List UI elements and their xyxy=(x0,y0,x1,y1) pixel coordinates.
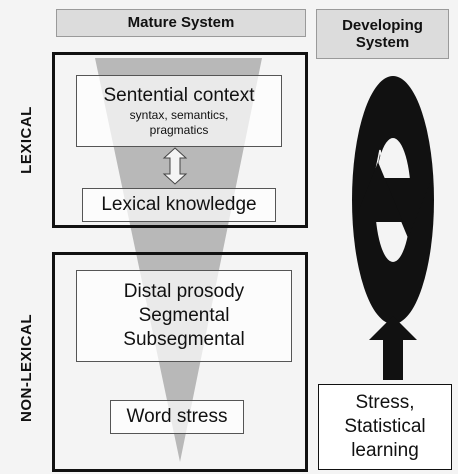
stress-learning-box: Stress, Statistical learning xyxy=(318,384,452,470)
word-stress-text: Word stress xyxy=(126,406,228,428)
stress-learning-line1: Stress, xyxy=(355,392,415,414)
processing-funnel xyxy=(95,58,262,462)
lexical-knowledge-text: Lexical knowledge xyxy=(101,194,257,216)
subsegmental-text: Subsegmental xyxy=(123,328,245,350)
header-mature-text: Mature System xyxy=(127,14,235,32)
lexical-side-label: LEXICAL xyxy=(18,90,38,190)
lexical-side-label-text: LEXICAL xyxy=(18,106,35,174)
header-developing-system: Developing System xyxy=(316,9,449,59)
prosody-segmental-box: Distal prosody Segmental Subsegmental xyxy=(76,270,292,362)
stress-learning-line3: learning xyxy=(351,439,419,461)
header-developing-line1: Developing xyxy=(342,16,423,34)
distal-prosody-text: Distal prosody xyxy=(123,281,245,303)
up-arrow-icon xyxy=(369,316,417,380)
sentential-context-sub1: syntax, semantics, xyxy=(129,107,229,122)
down-arrowhead-icon xyxy=(383,178,432,238)
header-mature-system: Mature System xyxy=(56,9,306,37)
header-developing-line2: System xyxy=(355,34,410,51)
lexical-outer-box xyxy=(52,52,308,228)
lexical-knowledge-box: Lexical knowledge xyxy=(82,188,276,222)
non-lexical-side-label: NON-LEXICAL xyxy=(18,298,38,438)
sentential-context-sub2: pragmatics xyxy=(149,122,209,137)
stress-learning-line2: Statistical xyxy=(344,416,426,438)
word-stress-box: Word stress xyxy=(110,400,244,434)
up-arrowhead-icon xyxy=(354,162,403,222)
non-lexical-outer-box xyxy=(52,252,308,472)
sentential-context-title: Sentential context xyxy=(103,85,255,107)
non-lexical-side-label-text: NON-LEXICAL xyxy=(18,314,35,422)
bidirectional-arrow-icon xyxy=(162,147,188,185)
segmental-text: Segmental xyxy=(138,305,230,327)
sentential-context-box: Sentential context syntax, semantics, pr… xyxy=(76,75,282,147)
